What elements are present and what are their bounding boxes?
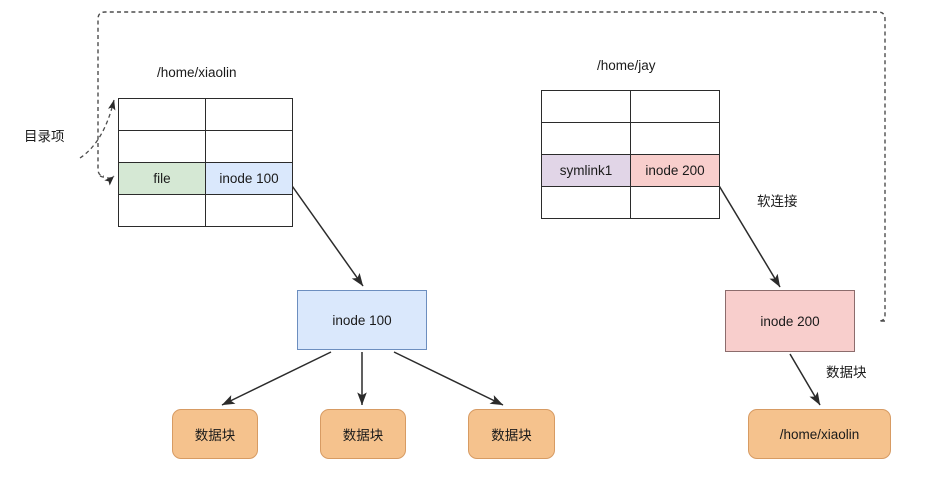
dirent-name-cell[interactable] xyxy=(118,194,206,227)
softlink-label: 软连接 xyxy=(757,194,798,210)
table-row[interactable] xyxy=(541,90,720,123)
dirent-inode-100[interactable]: inode 100 xyxy=(205,162,293,195)
node-inode-100[interactable]: inode 100 xyxy=(297,290,427,350)
node-data-block-3[interactable]: 数据块 xyxy=(468,409,555,459)
dirent-inode-cell[interactable] xyxy=(630,122,720,155)
node-symlink-target-path[interactable]: /home/xiaolin xyxy=(748,409,891,459)
dirent-inode-cell[interactable] xyxy=(630,90,720,123)
dirent-name-cell[interactable] xyxy=(541,186,631,219)
dirent-inode-cell[interactable] xyxy=(205,98,293,131)
node-data-block-1[interactable]: 数据块 xyxy=(172,409,258,459)
dirent-inode-cell[interactable] xyxy=(630,186,720,219)
table-row[interactable] xyxy=(118,194,293,227)
dirent-name-cell[interactable] xyxy=(118,98,206,131)
table-row-highlighted[interactable]: file inode 100 xyxy=(118,162,293,195)
arrow-dirent-to-inode100 xyxy=(289,182,364,287)
dirent-name-cell[interactable] xyxy=(118,130,206,163)
table-row-highlighted[interactable]: symlink1 inode 200 xyxy=(541,154,720,187)
table-row[interactable] xyxy=(118,98,293,131)
directory-table-xiaolin: file inode 100 xyxy=(118,98,293,227)
dirent-label: 目录项 xyxy=(24,129,65,145)
dirent-name-cell[interactable] xyxy=(541,90,631,123)
arrow-inode100-to-block1 xyxy=(221,351,332,406)
dirent-inode-200[interactable]: inode 200 xyxy=(630,154,720,187)
node-data-block-2[interactable]: 数据块 xyxy=(320,409,406,459)
dirent-name-file[interactable]: file xyxy=(118,162,206,195)
dirent-name-symlink1[interactable]: symlink1 xyxy=(541,154,631,187)
table-row[interactable] xyxy=(541,122,720,155)
arrow-inode200-to-target xyxy=(789,353,821,406)
dirent-callout-arrows xyxy=(79,99,116,186)
table-row[interactable] xyxy=(118,130,293,163)
datablock-label-right: 数据块 xyxy=(826,365,867,381)
left-table-caption: /home/xiaolin xyxy=(157,65,237,80)
table-row[interactable] xyxy=(541,186,720,219)
arrow-inode100-to-block3 xyxy=(393,351,504,406)
dirent-name-cell[interactable] xyxy=(541,122,631,155)
right-table-caption: /home/jay xyxy=(597,58,656,73)
dirent-inode-cell[interactable] xyxy=(205,194,293,227)
node-inode-200[interactable]: inode 200 xyxy=(725,290,855,352)
directory-table-jay: symlink1 inode 200 xyxy=(541,90,720,219)
dirent-inode-cell[interactable] xyxy=(205,130,293,163)
